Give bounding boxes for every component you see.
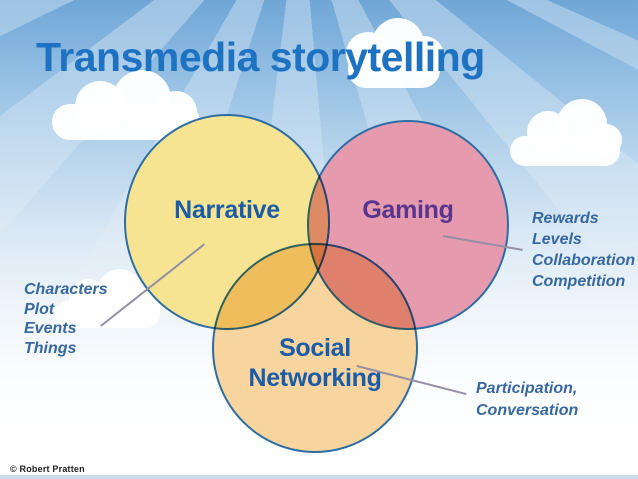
social-annotation: Participation, Conversation [476,378,578,421]
annotation-line: Participation, [476,380,578,397]
social-networking-label: Social Networking [212,333,418,393]
social-networking-circle [212,243,418,453]
social-label-line-1: Social [279,334,351,362]
annotation-line: Plot [24,300,55,318]
narrative-annotation: Characters Plot Events Things [24,280,108,358]
page-title: Transmedia storytelling [36,34,485,80]
annotation-line: Events [24,320,77,337]
gaming-label: Gaming [362,196,454,224]
copyright-text: © Robert Pratten [10,464,85,474]
gaming-annotation: Rewards Levels Collaboration Competition [532,208,635,292]
bottom-edge-strip [0,475,638,479]
annotation-line: Collaboration [532,252,636,269]
annotation-line: Characters [24,281,108,298]
annotation-line: Levels [532,231,582,248]
narrative-label: Narrative [174,196,280,224]
annotation-line: Conversation [476,401,579,419]
annotation-line: Rewards [532,210,599,227]
annotation-line: Things [24,339,77,357]
social-label-line-2: Networking [248,364,382,392]
annotation-line: Competition [532,273,626,290]
